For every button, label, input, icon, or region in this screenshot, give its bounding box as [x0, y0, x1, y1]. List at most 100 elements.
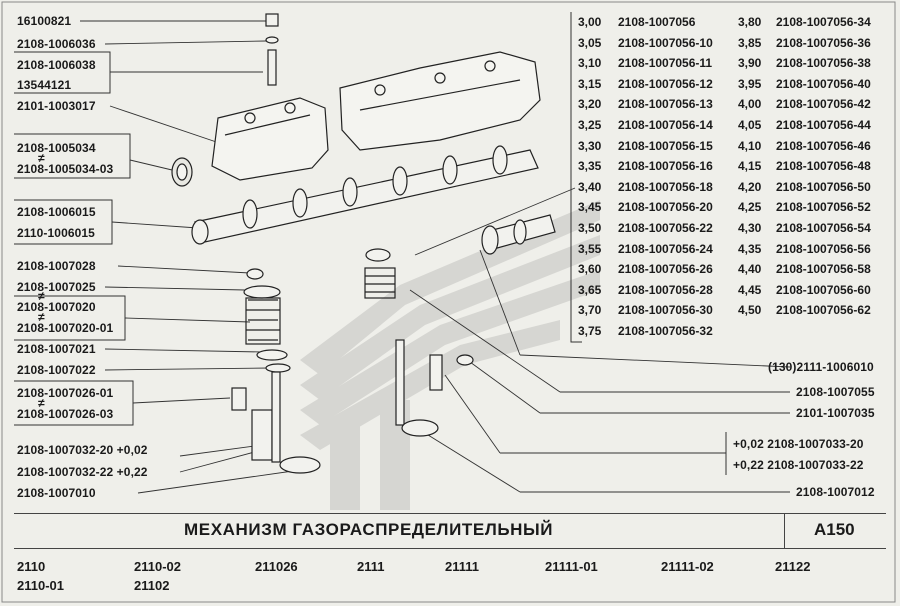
label-r3: 2101-1007035: [796, 406, 875, 420]
size-table-cell: 2108-1007056-60: [776, 282, 871, 297]
label-l2: 2108-1006036: [17, 37, 96, 51]
size-table-cell: 2108-1007056-11: [618, 56, 713, 71]
label-l20: 2108-1007010: [17, 486, 96, 500]
size-table-cell: 2108-1007056-34: [776, 15, 871, 29]
label-r1: (130)2111-1006010: [768, 360, 874, 374]
size-table-cell: 2108-1007056-13: [618, 97, 713, 112]
not-equal-sign: ≠: [38, 310, 45, 324]
title-divider: [784, 514, 785, 548]
size-table-cell: 3,70: [578, 303, 602, 318]
label-l17: 2108-1007026-03: [17, 407, 114, 421]
label-l18: 2108-1007032-20 +0,02: [17, 443, 148, 457]
size-table-cell: 2108-1007056-20: [618, 200, 713, 215]
size-table-cell: 4,15: [738, 159, 762, 174]
label-l6: 2108-1005034: [17, 141, 96, 155]
size-table-cell: 4,10: [738, 138, 762, 153]
size-table-cell: 2108-1007056-42: [776, 97, 871, 112]
watermark-logo: [300, 200, 600, 510]
label-l5: 2101-1003017: [17, 99, 96, 113]
not-equal-sign: ≠: [38, 151, 45, 165]
model-item: 2110: [17, 559, 46, 574]
size-table-cell: 3,50: [578, 220, 602, 235]
label-l7: 2108-1005034-03: [17, 162, 114, 176]
label-l12: 2108-1007020: [17, 300, 96, 314]
label-r5: +0,22 2108-1007033-22: [733, 458, 864, 472]
camshaft-right: [481, 214, 556, 255]
page-code: А150: [814, 520, 855, 539]
size-table-cell: 3,45: [578, 200, 602, 215]
camshaft-housing: [211, 51, 541, 181]
size-table-cell: 2108-1007056-56: [776, 241, 871, 256]
model-item: 2110-02: [134, 559, 181, 574]
stud-and-nut: [265, 13, 279, 86]
model-item: 2110-01: [17, 578, 64, 593]
size-table-cell: 3,25: [578, 117, 602, 132]
size-table-cell: 4,20: [738, 179, 762, 194]
size-table-cell: 2108-1007056-58: [776, 262, 871, 277]
size-table-cell: 2108-1007056-24: [618, 241, 713, 256]
size-table-cell: 3,80: [738, 15, 762, 29]
size-table-cell: 4,05: [738, 117, 762, 132]
size-table-cell: 4,50: [738, 303, 762, 318]
size-table-cell: 2108-1007056-12: [618, 76, 713, 91]
size-table-cell: 3,40: [578, 179, 602, 194]
model-item: 211026: [255, 559, 298, 574]
label-l9: 2110-1006015: [17, 226, 95, 240]
model-item: 21111-02: [661, 559, 714, 574]
size-table-cell: 2108-1007056-10: [618, 35, 713, 50]
size-table-cell: 2108-1007056-54: [776, 220, 871, 235]
model-item: 21111: [445, 559, 479, 574]
label-l3: 2108-1006038: [17, 58, 96, 72]
size-table-cell: 3,05: [578, 35, 602, 50]
size-table-cell: 3,00: [578, 15, 602, 29]
model-item: 21111-01: [545, 559, 598, 574]
camshaft: [191, 145, 539, 245]
label-r2: 2108-1007055: [796, 385, 875, 399]
size-table-cell: 2108-1007056-50: [776, 179, 871, 194]
size-table-cell: 2108-1007056-52: [776, 200, 871, 215]
label-l13: 2108-1007020-01: [17, 321, 114, 335]
label-l1: 16100821: [17, 14, 72, 28]
size-table-cell: 3,75: [578, 323, 602, 338]
label-l15: 2108-1007022: [17, 363, 96, 377]
label-r6: 2108-1007012: [796, 485, 875, 499]
size-table-cell: 2108-1007056-48: [776, 159, 871, 174]
size-table-cell: 3,15: [578, 76, 602, 91]
not-equal-sign: ≠: [38, 396, 45, 410]
bracket-size-table: [570, 12, 582, 343]
size-table-cell: 2108-1007056-28: [618, 282, 713, 297]
valve-guide: [231, 387, 273, 461]
size-table-cell: 4,45: [738, 282, 762, 297]
size-table-cell: 2108-1007056-18: [618, 179, 713, 194]
size-table-cell: 2108-1007056-22: [618, 220, 713, 235]
size-table-cell: 2108-1007056-46: [776, 138, 871, 153]
label-l8: 2108-1006015: [17, 205, 96, 219]
size-table-cell: 3,65: [578, 282, 602, 297]
size-table-cell: 2108-1007056-16: [618, 159, 713, 174]
size-table-cell: 3,10: [578, 56, 602, 71]
size-table-cell: 2108-1007056: [618, 15, 696, 29]
label-l16: 2108-1007026-01: [17, 386, 114, 400]
not-equal-sign: ≠: [38, 289, 45, 303]
size-table-cell: 4,00: [738, 97, 762, 112]
size-table-cell: 3,90: [738, 56, 762, 71]
size-table-cell: 2108-1007056-30: [618, 303, 713, 318]
size-table-cell: 2108-1007056-26: [618, 262, 713, 277]
label-l11: 2108-1007025: [17, 280, 96, 294]
valves: [271, 339, 474, 474]
size-table-cell: 3,30: [578, 138, 602, 153]
size-table-cell: 3,95: [738, 76, 762, 91]
size-table-cell: 4,30: [738, 220, 762, 235]
size-table-cell: 2108-1007056-40: [776, 76, 871, 91]
model-item: 2111: [357, 559, 385, 574]
label-l10: 2108-1007028: [17, 259, 96, 273]
size-table-cell: 2108-1007056-32: [618, 323, 713, 338]
label-l4: 13544121: [17, 78, 72, 92]
tappet: [364, 248, 396, 299]
size-table-cell: 2108-1007056-62: [776, 303, 871, 318]
size-table-cell: 3,85: [738, 35, 762, 50]
model-item: 21122: [775, 559, 811, 574]
